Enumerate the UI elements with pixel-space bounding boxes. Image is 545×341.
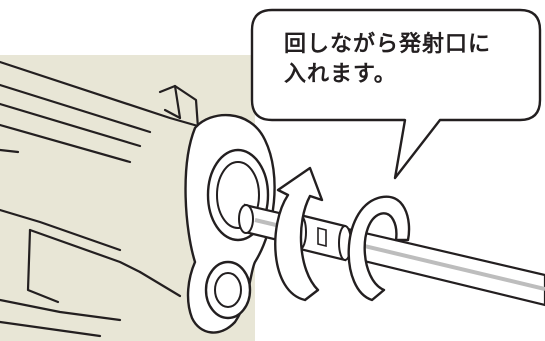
callout-line-2: 入れます。 bbox=[284, 60, 534, 90]
instruction-callout: 回しながら発射口に 入れます。 bbox=[284, 30, 534, 90]
callout-line-1: 回しながら発射口に bbox=[284, 30, 534, 60]
